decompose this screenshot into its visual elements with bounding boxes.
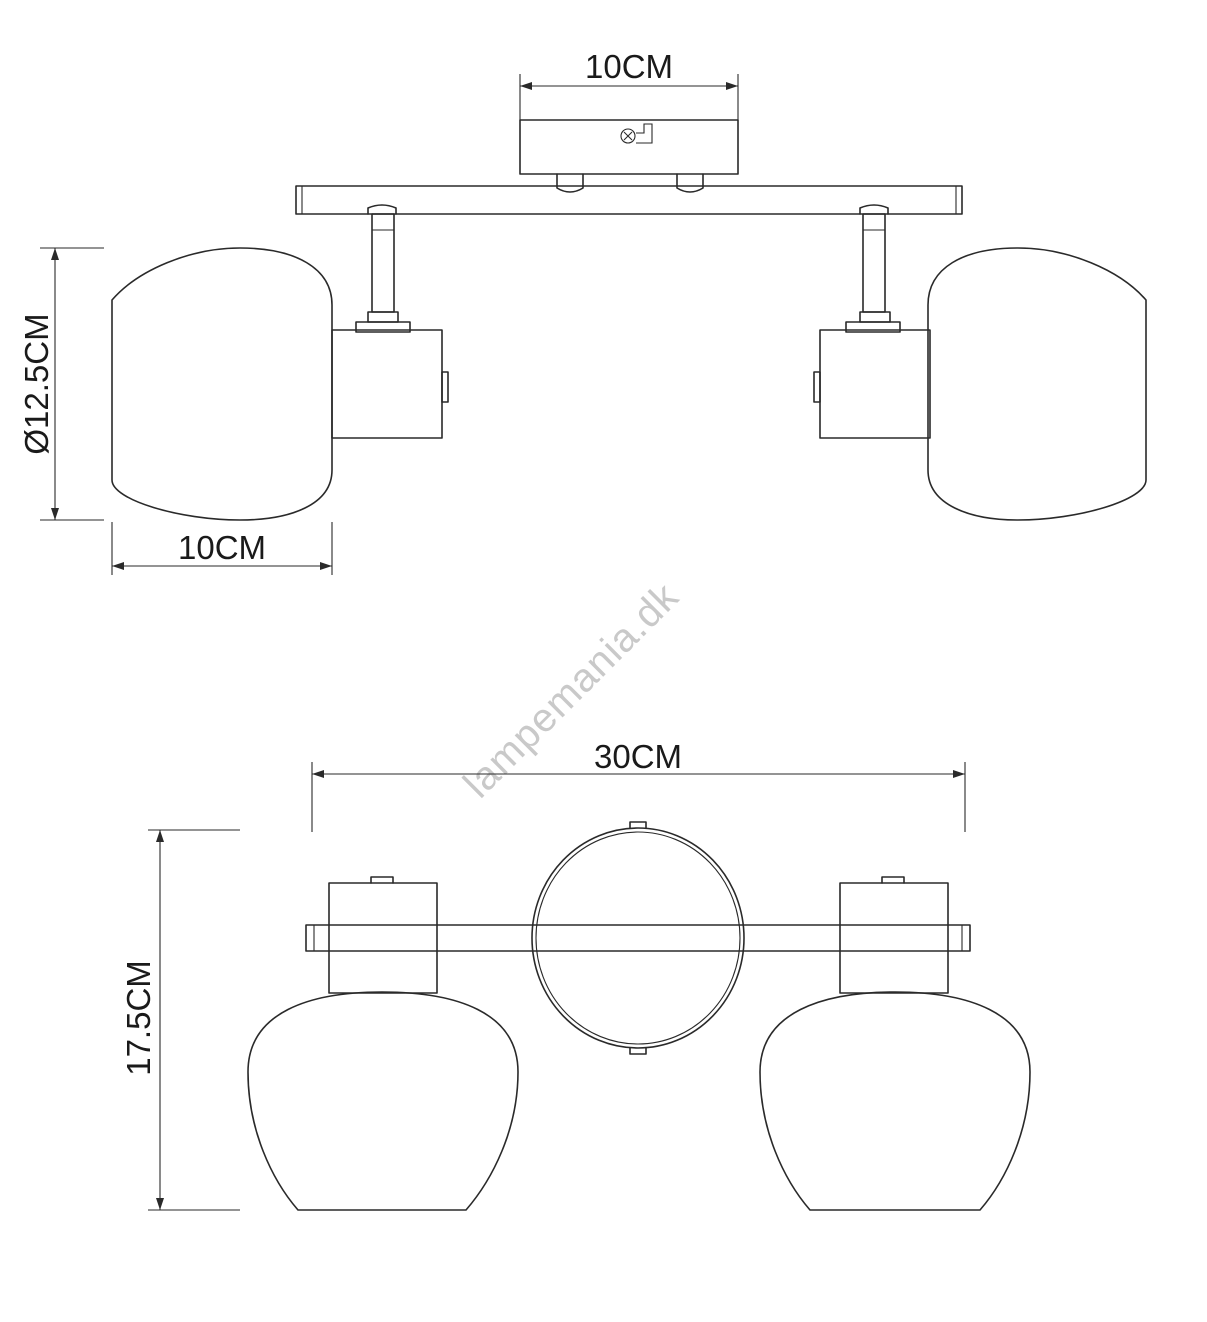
- dimension-label-shade-diameter: Ø12.5CM: [18, 313, 55, 454]
- top-view: 10CM: [18, 48, 1147, 575]
- mounting-bar: [295, 185, 963, 215]
- right-spot-front: [759, 876, 1031, 1211]
- right-shade-top: [927, 247, 1147, 521]
- left-spot-top: [111, 204, 449, 521]
- dimension-label-total-height: 17.5CM: [120, 960, 157, 1076]
- dimension-label-canopy-width: 10CM: [585, 48, 673, 85]
- front-view: 30CM 17.5CM: [120, 738, 1031, 1211]
- dimension-label-shade-depth: 10CM: [178, 529, 266, 566]
- canopy: [519, 119, 739, 193]
- front-bar: [305, 924, 971, 952]
- dimension-canopy-width: 10CM: [519, 48, 739, 120]
- left-spot-front: [247, 876, 519, 1211]
- dimension-shade-depth: 10CM: [111, 522, 333, 575]
- left-shade-top: [111, 247, 333, 521]
- dimension-label-total-width: 30CM: [594, 738, 682, 775]
- dimension-total-width: 30CM: [311, 738, 966, 832]
- dimension-shade-diameter: Ø12.5CM: [18, 247, 104, 521]
- dimension-total-height: 17.5CM: [120, 829, 240, 1211]
- right-spot-top: [813, 204, 1147, 521]
- right-shade-front: [759, 991, 1031, 1211]
- left-shade-front: [247, 991, 519, 1211]
- round-canopy: [531, 821, 745, 1055]
